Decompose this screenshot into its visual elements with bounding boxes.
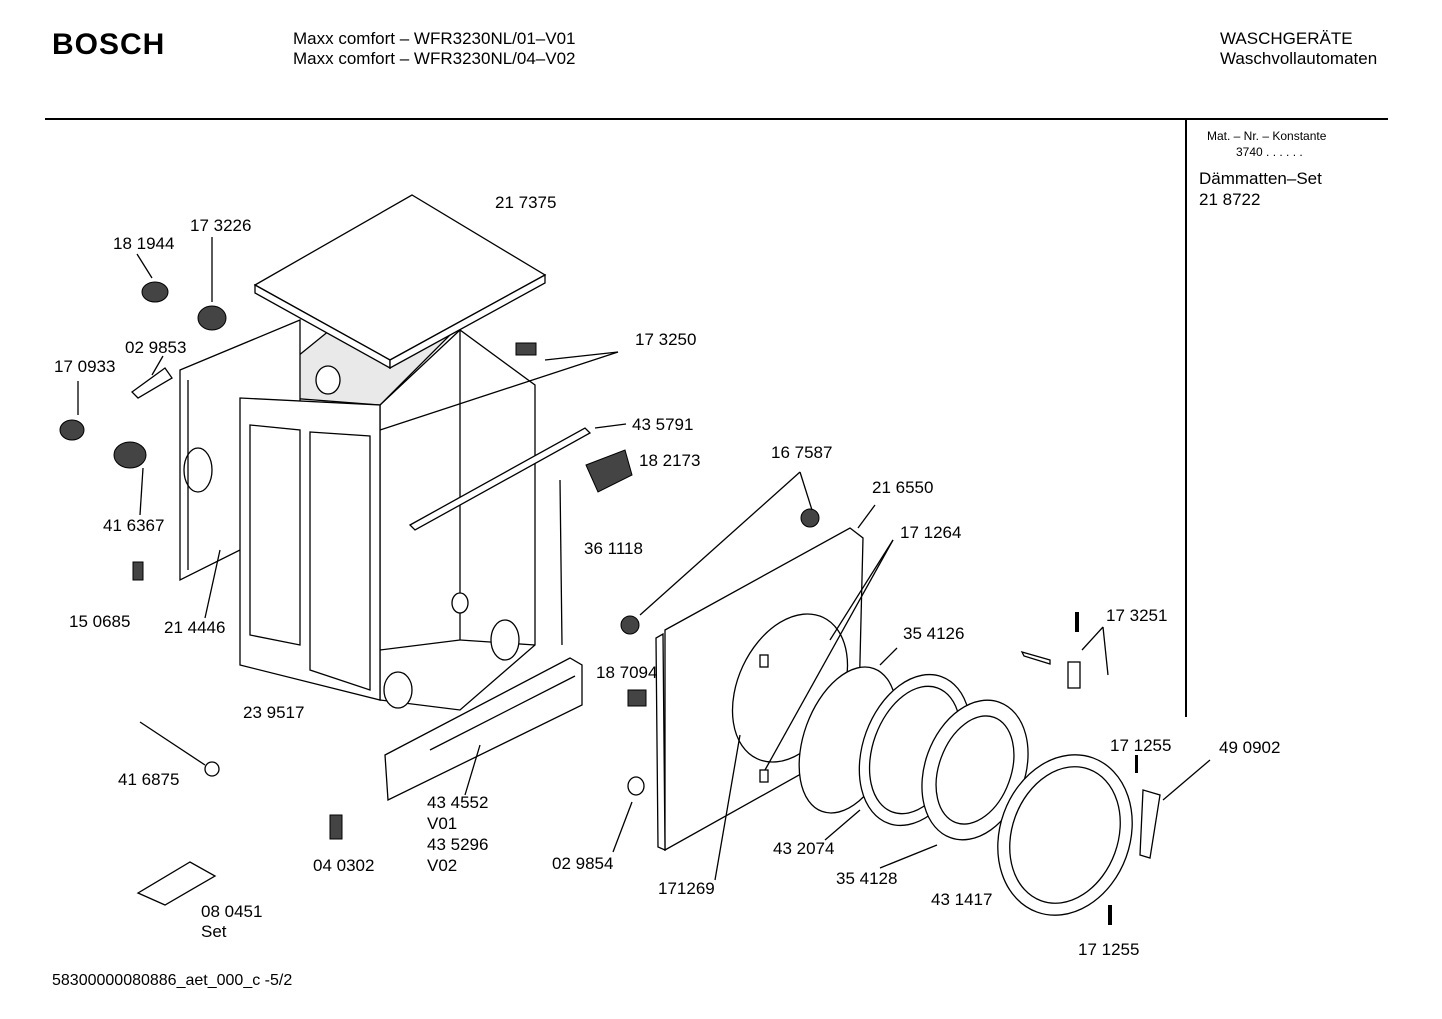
part-label: 43 4552 (427, 793, 489, 812)
brand-logo: BOSCH (52, 28, 166, 61)
header-divider (45, 118, 1388, 120)
part-label: 41 6367 (103, 516, 165, 535)
part-label: 23 9517 (243, 703, 305, 722)
category-line-2: Waschvollautomaten (1220, 49, 1378, 68)
part-label: 17 1264 (900, 523, 962, 542)
category-line-1: WASCHGERÄTE (1220, 29, 1353, 48)
part-label: 17 3251 (1106, 606, 1168, 625)
part-label: 16 7587 (771, 443, 833, 462)
part-label: V02 (427, 856, 458, 875)
part-label: 35 4128 (836, 869, 898, 888)
mat-value: 3740 . . . . . . (1236, 145, 1303, 159)
leader-lines (77, 237, 1211, 881)
part-label: 17 1255 (1110, 736, 1172, 755)
part-label: 43 5296 (427, 835, 489, 854)
part-label: 18 1944 (113, 234, 175, 253)
part-label: 21 4446 (164, 618, 226, 637)
part-label: 17 3226 (190, 216, 252, 235)
model-line-1: Maxx comfort – WFR3230NL/01–V01 (293, 29, 576, 48)
plinth-panel (384, 657, 583, 802)
part-label: 43 2074 (773, 839, 835, 858)
part-label: 02 9854 (552, 854, 614, 873)
part-label: 21 7375 (495, 193, 557, 212)
part-label: 35 4126 (903, 624, 965, 643)
small-parts (59, 281, 1161, 925)
part-label: 43 5791 (632, 415, 694, 434)
cross-brace (408, 427, 592, 531)
part-label: 43 1417 (931, 890, 993, 909)
part-label: 02 9853 (125, 338, 187, 357)
part-label: 49 0902 (1219, 738, 1281, 757)
part-label: V01 (427, 814, 458, 833)
part-label: 171269 (658, 879, 715, 898)
part-label: 36 1118 (584, 539, 643, 558)
part-label: Set (201, 922, 227, 941)
part-label: 21 6550 (872, 478, 934, 497)
side-panel-divider (1185, 119, 1187, 717)
part-label: 15 0685 (69, 612, 131, 631)
part-label: 18 2173 (639, 451, 701, 470)
part-label: 18 7094 (596, 663, 658, 682)
part-label: 17 0933 (54, 357, 116, 376)
part-label: 04 0302 (313, 856, 375, 875)
part-label: 08 0451 (201, 902, 263, 921)
side-wall (239, 397, 381, 701)
door-assembly (798, 666, 1133, 916)
mat-header: Mat. – Nr. – Konstante (1207, 129, 1327, 143)
item-title: Dämmatten–Set (1199, 169, 1322, 188)
part-label: 17 1255 (1078, 940, 1140, 959)
footer-code: 58300000080886_aet_000_c -5/2 (52, 972, 293, 989)
part-label: 17 3250 (635, 330, 697, 349)
item-number: 21 8722 (1199, 190, 1261, 209)
part-label: 41 6875 (118, 770, 180, 789)
model-line-2: Maxx comfort – WFR3230NL/04–V02 (293, 49, 576, 68)
top-cover (253, 194, 547, 370)
